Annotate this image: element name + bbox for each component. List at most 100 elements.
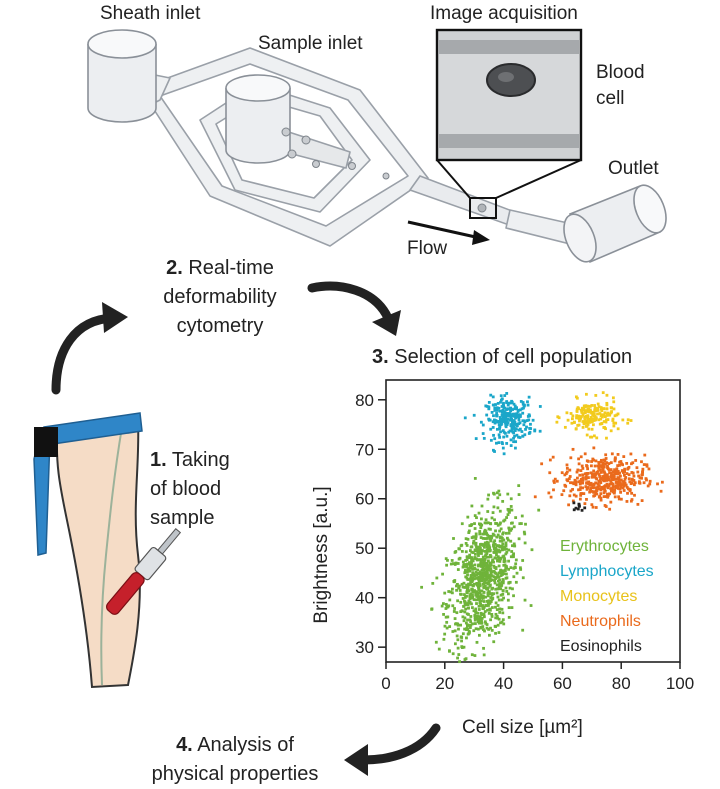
data-point <box>510 550 514 553</box>
data-point <box>529 422 532 426</box>
data-point <box>508 586 512 590</box>
data-point <box>589 487 592 490</box>
data-point <box>552 488 555 492</box>
data-point <box>467 589 471 593</box>
data-point <box>501 618 505 622</box>
data-point <box>463 610 467 614</box>
data-point <box>616 464 620 468</box>
data-point <box>571 447 575 451</box>
data-point <box>517 428 521 432</box>
data-point <box>518 408 522 412</box>
data-point <box>593 406 597 410</box>
data-point <box>465 544 469 547</box>
data-point <box>593 404 596 407</box>
data-point <box>466 632 470 636</box>
data-point <box>473 514 477 518</box>
data-point <box>483 558 487 562</box>
data-point <box>608 482 612 486</box>
data-point <box>478 572 481 576</box>
data-point <box>519 566 522 570</box>
microfluidic-chip-illustration <box>87 28 667 264</box>
data-point <box>621 418 625 422</box>
data-point <box>501 589 505 592</box>
data-point <box>602 461 605 465</box>
data-point <box>575 416 578 420</box>
data-point <box>498 522 502 526</box>
data-point <box>457 586 461 590</box>
data-point <box>493 409 497 412</box>
data-point <box>489 596 493 600</box>
data-point <box>622 489 626 492</box>
data-point <box>589 418 593 421</box>
data-point <box>479 560 483 564</box>
data-point <box>455 611 459 615</box>
data-point <box>641 470 644 474</box>
data-point <box>595 489 599 493</box>
data-point <box>612 473 616 477</box>
data-point <box>500 413 504 417</box>
data-point <box>599 488 603 492</box>
data-point <box>607 462 611 465</box>
data-point <box>587 407 590 411</box>
data-point <box>507 559 511 563</box>
data-point <box>593 415 597 418</box>
data-point <box>488 549 492 552</box>
data-point <box>476 620 480 624</box>
data-point <box>451 630 455 633</box>
data-point <box>611 419 615 422</box>
data-point <box>501 417 505 421</box>
data-point <box>481 543 485 546</box>
data-point <box>630 491 634 495</box>
arrow-2-to-3 <box>307 281 401 336</box>
data-point <box>552 481 556 484</box>
data-point <box>513 429 517 433</box>
data-point <box>430 607 434 611</box>
data-point <box>474 570 478 574</box>
data-point <box>617 478 621 482</box>
data-point <box>601 391 605 395</box>
data-point <box>619 478 623 482</box>
data-point <box>502 452 506 456</box>
data-point <box>490 516 494 520</box>
data-point <box>640 460 643 464</box>
data-point <box>576 468 580 472</box>
data-point <box>475 614 479 618</box>
data-point <box>482 571 486 575</box>
data-point <box>485 576 489 580</box>
data-point <box>513 566 517 570</box>
data-point <box>611 476 615 480</box>
data-point <box>501 611 505 615</box>
data-point <box>591 486 595 490</box>
data-point <box>509 505 513 508</box>
data-point <box>479 420 483 424</box>
step-2-line1: Real-time <box>182 257 274 279</box>
data-point <box>490 570 493 574</box>
data-point <box>619 485 623 489</box>
data-point <box>594 416 598 420</box>
data-point <box>486 543 489 547</box>
data-point <box>578 482 582 486</box>
data-point <box>633 481 637 485</box>
data-point <box>606 492 609 496</box>
data-point <box>471 571 475 575</box>
series-lymphocytes <box>463 392 542 456</box>
data-point <box>610 481 613 485</box>
data-point <box>513 421 517 424</box>
data-point <box>486 559 490 563</box>
data-point <box>506 513 510 517</box>
data-point <box>612 407 616 411</box>
data-point <box>483 532 487 536</box>
data-point <box>482 564 486 568</box>
data-point <box>509 444 513 447</box>
data-point <box>595 492 599 496</box>
data-point <box>507 606 511 610</box>
data-point <box>517 408 520 412</box>
data-point <box>478 583 482 586</box>
data-point <box>519 522 523 525</box>
data-point <box>490 536 494 539</box>
data-point <box>470 587 474 591</box>
data-point <box>618 483 621 486</box>
data-point <box>501 579 505 583</box>
data-point <box>498 545 502 549</box>
data-point <box>586 414 590 418</box>
